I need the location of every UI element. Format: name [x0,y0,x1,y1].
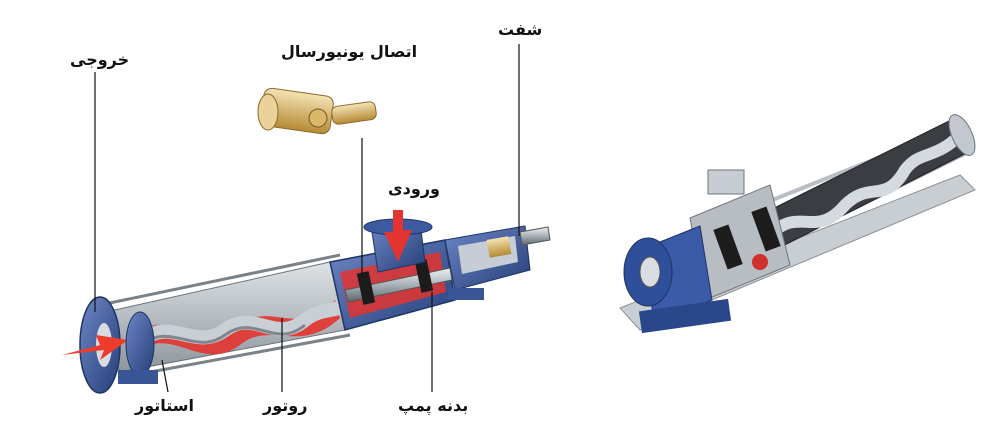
joint-band-2 [414,259,434,293]
label-universal-joint: اتصال یونیورسال [281,42,418,61]
render-rotor [764,129,966,241]
render-joint-cover-1 [713,224,743,270]
uj-shaft [331,101,377,125]
universal-joint-detail [257,87,377,135]
seal-brass [486,236,512,258]
leader-lines [94,44,520,393]
render-logo [752,254,768,270]
support-foot-left [118,370,158,384]
rotor-helix [133,298,352,349]
label-pump-body: بدنه پمپ [398,396,469,415]
outlet-flow-arrow [62,335,128,360]
label-rotor: روتور [263,396,308,415]
pump-3d-render [619,114,976,334]
label-outlet: خروجی [70,50,130,69]
label-shaft: شفت [498,20,543,39]
uj-pin [308,108,328,128]
render-joint-cover-2 [751,206,781,252]
inlet-flow-arrow [384,210,412,262]
support-foot-right [448,288,484,300]
render-stator-end [948,114,976,156]
rotor-helix-shade [139,323,306,348]
render-shaft-bore [639,256,661,288]
stator-end-clamp [125,311,155,377]
uj-cup-left [257,93,279,131]
cutaway-illustration [62,210,551,394]
joint-band-1 [356,271,376,305]
tie-rod-top [99,253,341,307]
flow-red-chamber [130,300,340,356]
label-stator: استاتور [135,396,195,415]
leader-stator [161,359,169,393]
drive-shaft [519,226,551,246]
render-inlet-port [707,169,745,195]
label-inlet: ورودی [388,179,440,198]
render-base-foot [638,298,732,334]
